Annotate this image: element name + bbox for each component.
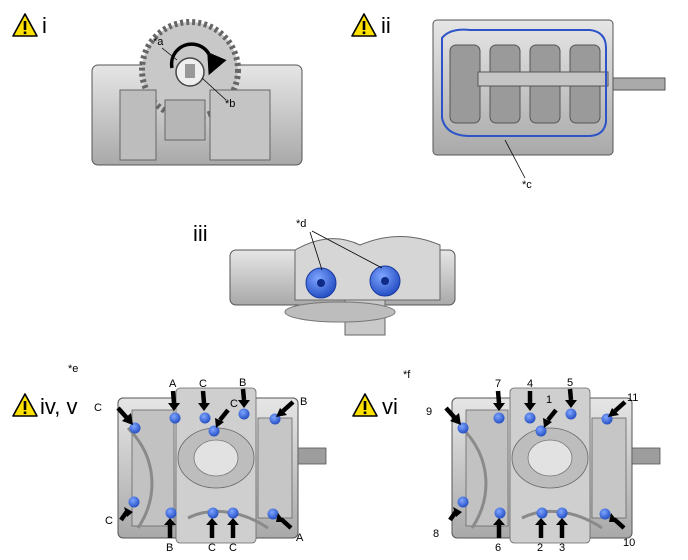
bolt-label: A bbox=[169, 378, 177, 390]
bolt-d-left-center bbox=[317, 279, 325, 287]
warning-triangle-icon bbox=[351, 13, 377, 37]
bolt-label: 1 bbox=[546, 394, 552, 406]
bolt-label: 2 bbox=[537, 542, 543, 554]
bolt bbox=[267, 508, 279, 520]
bolt-label: 4 bbox=[527, 378, 533, 390]
bolt bbox=[556, 507, 568, 519]
bolt-label: C bbox=[94, 402, 102, 414]
warning-triangle-icon bbox=[352, 393, 378, 417]
bolt bbox=[165, 507, 177, 519]
panel-iii: iii *d bbox=[193, 218, 456, 336]
step-label: i bbox=[42, 13, 47, 38]
seal-packing-line bbox=[441, 28, 607, 137]
bolt bbox=[457, 422, 469, 434]
callout-c: *c bbox=[522, 179, 532, 191]
bolt bbox=[238, 408, 250, 420]
oil-pump-illustration bbox=[229, 236, 456, 336]
bolt-arrowheads bbox=[450, 400, 619, 525]
bolt bbox=[129, 422, 141, 434]
bolt-label: 10 bbox=[623, 537, 635, 549]
bolt-arrowheads bbox=[122, 400, 287, 525]
bolt bbox=[536, 507, 548, 519]
bolt-markers bbox=[128, 408, 281, 520]
timing-cover-illustration bbox=[91, 19, 303, 166]
bolt bbox=[565, 408, 577, 420]
callout-d-leader-right bbox=[311, 230, 383, 269]
bolt bbox=[208, 425, 220, 437]
bolt bbox=[494, 507, 506, 519]
panel-vi: *f vi bbox=[352, 369, 662, 554]
callout-d-leader-left bbox=[309, 231, 323, 271]
cylinder-block-illustration bbox=[432, 19, 666, 156]
callout-b-leader bbox=[201, 77, 227, 101]
bolt-label: B bbox=[300, 396, 307, 408]
panel-ii: ii *c bbox=[351, 13, 666, 191]
bolt bbox=[599, 508, 611, 520]
bolt-label: C bbox=[199, 378, 207, 390]
bolt bbox=[199, 412, 211, 424]
bolt bbox=[207, 507, 219, 519]
bolt-label: C bbox=[105, 515, 113, 527]
bolt-d-right-center bbox=[381, 277, 389, 285]
bolt-label: A bbox=[296, 532, 304, 544]
callout-d: *d bbox=[296, 218, 306, 230]
callout-b: *b bbox=[225, 98, 235, 110]
note-f: *f bbox=[403, 369, 411, 381]
bolt-arrows bbox=[444, 388, 627, 538]
bolt bbox=[457, 496, 469, 508]
callout-a: *a bbox=[153, 36, 164, 48]
bolt bbox=[535, 425, 547, 437]
callout-c-leader bbox=[504, 139, 526, 179]
engine-block-illustration bbox=[116, 386, 328, 545]
bolt-label: C bbox=[229, 542, 237, 554]
bolt-markers bbox=[457, 408, 613, 520]
bolt-label: 7 bbox=[495, 378, 501, 390]
rotation-arrow-icon bbox=[169, 42, 227, 76]
bolt-label: C bbox=[208, 542, 216, 554]
bolt-label: 5 bbox=[567, 377, 573, 389]
bolt-label: C bbox=[230, 398, 238, 410]
bolt-label: 11 bbox=[627, 392, 638, 404]
bolt-labels: 7 4 5 9 1 11 8 6 2 3 10 bbox=[426, 377, 638, 554]
panel-iv-v: *e iv, v bbox=[12, 363, 328, 554]
bolt-label: 9 bbox=[426, 406, 432, 418]
bolt bbox=[169, 412, 181, 424]
step-label: vi bbox=[382, 394, 398, 419]
step-label: iii bbox=[193, 221, 208, 246]
step-label: ii bbox=[381, 13, 391, 38]
step-label: iv, v bbox=[40, 394, 77, 419]
warning-triangle-icon bbox=[12, 13, 38, 37]
callout-a-leader bbox=[161, 47, 178, 61]
bolt bbox=[227, 507, 239, 519]
bolt bbox=[524, 412, 536, 424]
bolt-label: 3 bbox=[559, 542, 565, 554]
bolt-label: 8 bbox=[433, 528, 439, 540]
bolt-labels: A C B B C C B C C C A bbox=[94, 377, 307, 554]
panel-i: i *a *b bbox=[12, 13, 303, 166]
bolt bbox=[493, 412, 505, 424]
warning-triangle-icon bbox=[12, 393, 38, 417]
bolt bbox=[128, 496, 140, 508]
bolt-label: B bbox=[239, 377, 246, 389]
bolt-label: B bbox=[166, 542, 173, 554]
bolt-label: 6 bbox=[495, 542, 501, 554]
note-e: *e bbox=[68, 363, 78, 375]
